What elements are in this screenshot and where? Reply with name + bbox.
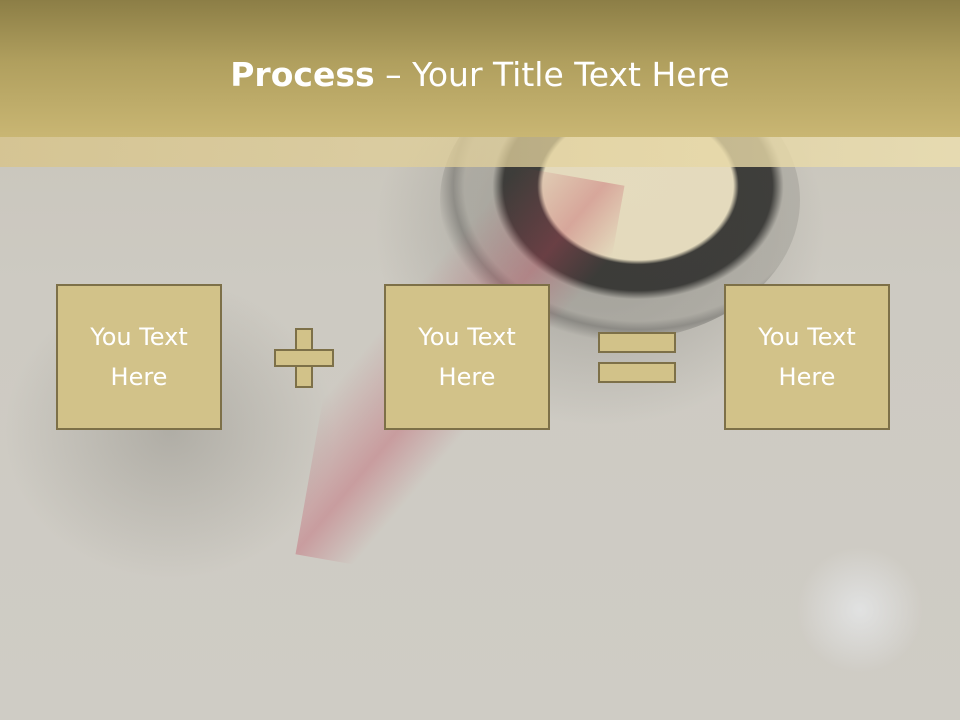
equals-icon [598, 332, 676, 384]
slide-title[interactable]: Process – Your Title Text Here [0, 52, 960, 98]
title-bold-word: Process [230, 55, 375, 94]
equals-top-bar [598, 332, 676, 353]
box-line-1: You Text [90, 323, 188, 351]
title-band [0, 0, 960, 137]
box-line-1: You Text [758, 323, 856, 351]
box-line-1: You Text [418, 323, 516, 351]
process-box-3[interactable]: You Text Here [724, 284, 890, 430]
plus-center [297, 351, 311, 365]
process-box-1[interactable]: You Text Here [56, 284, 222, 430]
process-box-text: You Text Here [737, 317, 877, 397]
title-band-strip [0, 137, 960, 167]
process-box-text: You Text Here [397, 317, 537, 397]
process-box-text: You Text Here [69, 317, 209, 397]
box-line-2: Here [110, 363, 168, 391]
box-line-2: Here [778, 363, 836, 391]
title-text: – Your Title Text Here [374, 55, 730, 94]
equals-bottom-bar [598, 362, 676, 383]
process-box-2[interactable]: You Text Here [384, 284, 550, 430]
box-line-2: Here [438, 363, 496, 391]
plus-icon [274, 328, 334, 388]
